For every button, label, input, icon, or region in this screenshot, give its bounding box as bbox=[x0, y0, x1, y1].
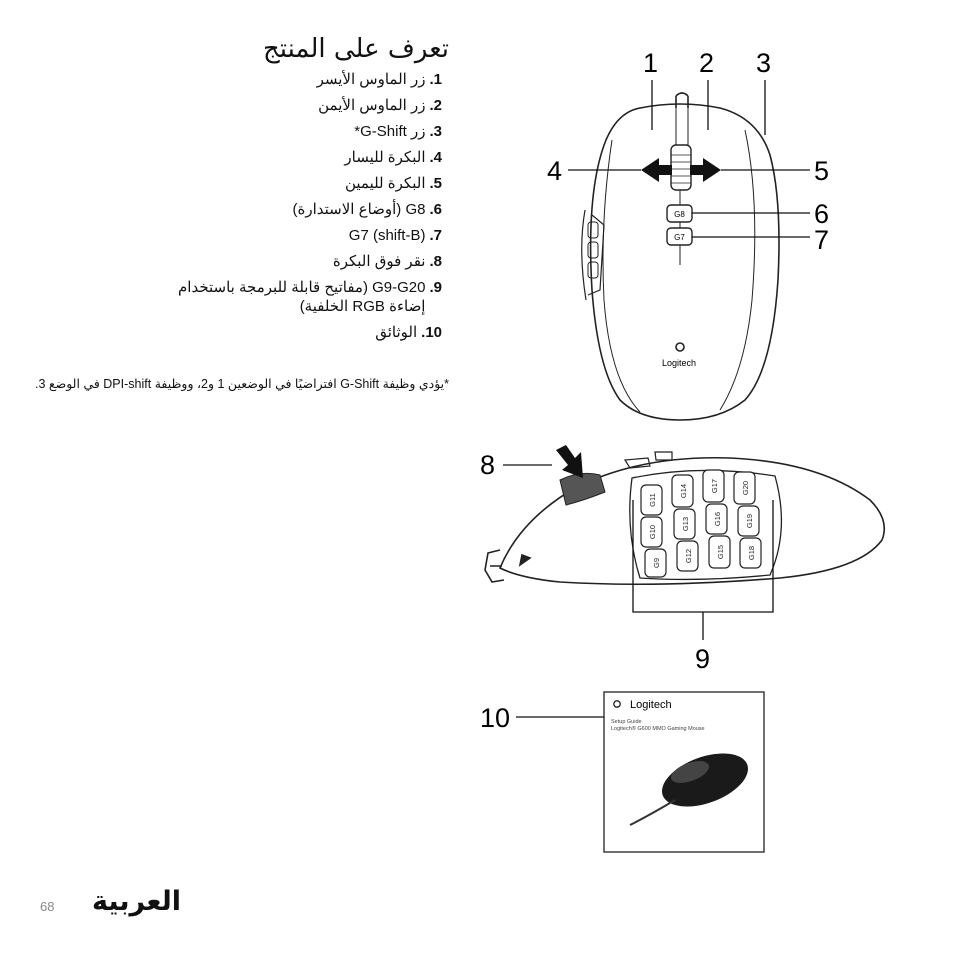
svg-text:G12: G12 bbox=[684, 549, 693, 563]
list-item: 5.البكرة لليمين bbox=[22, 174, 442, 193]
item-text: نقر فوق البكرة bbox=[332, 253, 426, 270]
list-item: 4.البكرة لليسار bbox=[22, 148, 442, 167]
setup-guide-booklet: Logitech Setup Guide Logitech® G600 MMO … bbox=[603, 691, 765, 853]
item-number: 3. bbox=[429, 123, 442, 140]
item-number: 1. bbox=[429, 71, 442, 88]
side-key-g12: G12 bbox=[676, 540, 699, 572]
page-number: 68 bbox=[40, 899, 55, 914]
item-number: 5. bbox=[429, 175, 442, 192]
leader-lines bbox=[568, 80, 810, 238]
item-text: G7 (shift-B) bbox=[348, 227, 426, 244]
side-key-g9: G9 bbox=[644, 548, 667, 578]
svg-text:G20: G20 bbox=[741, 481, 750, 495]
side-key-g13: G13 bbox=[673, 508, 696, 540]
side-key-g16: G16 bbox=[705, 503, 728, 535]
side-key-g14: G14 bbox=[671, 474, 694, 508]
side-key-grid: G11 G10 G9 G14 G13 G12 G17 G16 G15 G20 G… bbox=[640, 469, 762, 578]
callout-10: 10 bbox=[480, 703, 510, 733]
item-number: 6. bbox=[429, 201, 442, 218]
item-number: 8. bbox=[429, 253, 442, 270]
list-item: 8.نقر فوق البكرة bbox=[22, 252, 442, 271]
callout-8: 8 bbox=[480, 450, 495, 480]
svg-text:G10: G10 bbox=[648, 525, 657, 539]
leader-lines-side bbox=[503, 464, 774, 640]
scroll-click-arrow-icon bbox=[556, 445, 583, 478]
item-text: الوثائق bbox=[375, 324, 418, 341]
list-item: 10.الوثائق bbox=[22, 323, 442, 342]
list-item: 1.زر الماوس الأيسر bbox=[22, 70, 442, 89]
footnote: *يؤدي وظيفة G-Shift افتراضيًا في الوضعين… bbox=[35, 377, 449, 391]
svg-text:G16: G16 bbox=[713, 512, 722, 526]
guide-line2: Logitech® G600 MMO Gaming Mouse bbox=[611, 725, 705, 732]
side-key-g20: G20 bbox=[733, 471, 756, 505]
svg-text:G9: G9 bbox=[652, 558, 661, 568]
list-item: 9.G9-G20 (مفاتيح قابلة للبرمجة باستخدام … bbox=[142, 278, 442, 316]
item-text: زر G-Shift* bbox=[354, 123, 426, 140]
svg-text:G18: G18 bbox=[747, 546, 756, 560]
callout-2: 2 bbox=[699, 48, 714, 78]
g8-button: G8 bbox=[666, 204, 693, 223]
guide-mouse-image bbox=[629, 753, 749, 826]
list-item: 2.زر الماوس الأيمن bbox=[22, 96, 442, 115]
side-key-g11: G11 bbox=[640, 484, 663, 516]
svg-text:G14: G14 bbox=[679, 484, 688, 498]
guide-line1: Setup Guide bbox=[611, 719, 642, 725]
svg-text:G13: G13 bbox=[681, 517, 690, 531]
item-text: زر الماوس الأيمن bbox=[318, 97, 426, 114]
callout-1: 1 bbox=[643, 48, 658, 78]
g7-button: G7 bbox=[666, 227, 693, 246]
item-text: البكرة لليمين bbox=[344, 175, 426, 192]
guide-brand: Logitech bbox=[630, 699, 672, 711]
feature-list: 1.زر الماوس الأيسر 2.زر الماوس الأيمن 3.… bbox=[22, 70, 442, 349]
mouse-logo-text: Logitech bbox=[662, 358, 696, 368]
svg-text:G17: G17 bbox=[710, 479, 719, 493]
item-text: G9-G20 (مفاتيح قابلة للبرمجة باستخدام إض… bbox=[178, 279, 426, 315]
logitech-logo-icon bbox=[613, 700, 621, 708]
mouse-top-view bbox=[581, 92, 780, 421]
callout-7: 7 bbox=[814, 225, 829, 255]
callout-9: 9 bbox=[695, 644, 710, 674]
item-number: 7. bbox=[429, 227, 442, 244]
side-key-g19: G19 bbox=[737, 505, 760, 537]
side-key-g17: G17 bbox=[702, 469, 725, 503]
item-number: 4. bbox=[429, 149, 442, 166]
callout-6: 6 bbox=[814, 199, 829, 229]
item-text: G8 (أوضاع الاستدارة) bbox=[292, 201, 426, 218]
page-title: تعرف على المنتج bbox=[262, 34, 449, 64]
svg-text:G15: G15 bbox=[716, 545, 725, 559]
list-item: 7.G7 (shift-B) bbox=[22, 226, 442, 245]
svg-text:G19: G19 bbox=[745, 514, 754, 528]
list-item: 6.G8 (أوضاع الاستدارة) bbox=[22, 200, 443, 219]
list-item: 3.زر G-Shift* bbox=[22, 122, 442, 141]
scroll-tilt-arrows bbox=[641, 158, 721, 182]
logitech-logo-icon: Logitech bbox=[662, 342, 696, 368]
language-label: العربية bbox=[92, 886, 181, 917]
side-key-g10: G10 bbox=[640, 516, 663, 548]
callout-4: 4 bbox=[547, 156, 562, 186]
item-number: 2. bbox=[429, 97, 442, 114]
side-key-g15: G15 bbox=[708, 535, 731, 569]
g7-label: G7 bbox=[674, 233, 685, 242]
svg-text:G11: G11 bbox=[648, 493, 657, 507]
item-text: البكرة لليسار bbox=[344, 149, 426, 166]
g8-label: G8 bbox=[674, 210, 685, 219]
item-number: 9. bbox=[429, 279, 442, 296]
callout-5: 5 bbox=[814, 156, 829, 186]
side-key-g18: G18 bbox=[739, 537, 762, 569]
item-number: 10. bbox=[421, 324, 442, 341]
item-text: زر الماوس الأيسر bbox=[316, 71, 426, 88]
callout-3: 3 bbox=[756, 48, 771, 78]
